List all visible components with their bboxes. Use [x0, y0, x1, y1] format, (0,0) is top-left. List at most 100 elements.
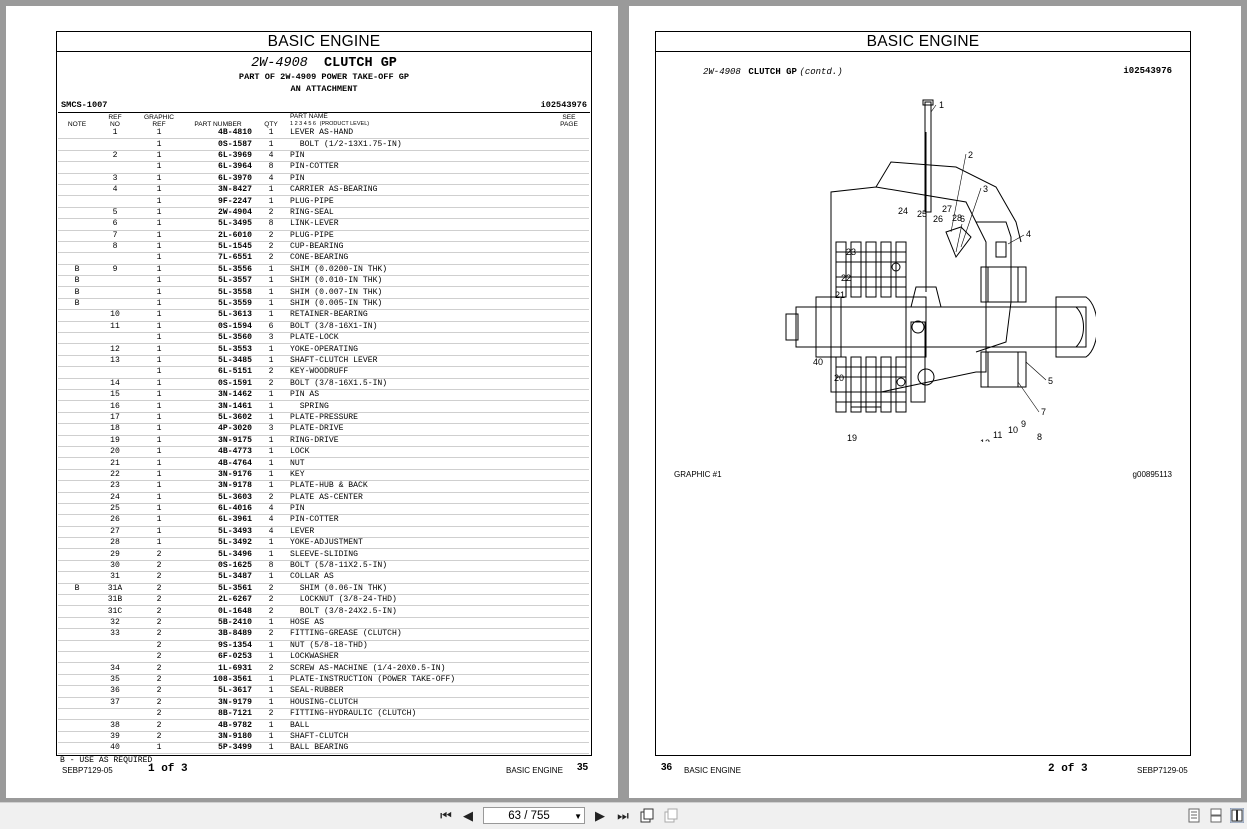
- chevron-down-icon: ▼: [574, 812, 582, 821]
- cell-graphic-ref: 1: [134, 446, 184, 459]
- cell-note: [58, 514, 96, 527]
- cell-graphic-ref: 1: [134, 309, 184, 322]
- cell-part-number: 6L-3970: [184, 173, 252, 185]
- right-page: BASIC ENGINE 2W-4908 CLUTCH GP (contd.) …: [629, 6, 1241, 798]
- footer-page-count: 1 of 3: [148, 763, 188, 775]
- first-page-icon[interactable]: ⏮: [440, 808, 452, 823]
- cell-qty: 8: [252, 161, 290, 174]
- cell-see-page: [549, 275, 589, 288]
- cell-note: [58, 218, 96, 231]
- svg-text:40: 40: [813, 357, 823, 367]
- cell-graphic-ref: 1: [134, 492, 184, 504]
- cell-part-name: BOLT (3/8-24X2.5-IN): [290, 605, 549, 618]
- doc-id: i02543976: [1123, 66, 1172, 76]
- cell-ref-no: 3: [96, 173, 134, 185]
- cell-ref-no: 8: [96, 241, 134, 254]
- cell-part-number: 3N-8427: [184, 184, 252, 197]
- cell-see-page: [549, 241, 589, 254]
- cell-graphic-ref: 2: [134, 651, 184, 664]
- cell-qty: 1: [252, 719, 290, 732]
- single-page-view-icon[interactable]: [1187, 808, 1201, 823]
- subhead-part-number: 2W-4908: [703, 67, 741, 77]
- copy-view-icon[interactable]: [664, 808, 678, 823]
- cell-part-name: CONE-BEARING: [290, 252, 549, 265]
- cell-see-page: [549, 617, 589, 630]
- cell-qty: 1: [252, 742, 290, 755]
- previous-page-icon[interactable]: ◀: [463, 808, 473, 823]
- cell-see-page: [549, 184, 589, 197]
- cell-part-number: 9S-1354: [184, 640, 252, 652]
- cell-qty: 1: [252, 184, 290, 197]
- cell-part-name: PLATE-INSTRUCTION (POWER TAKE-OFF): [290, 674, 549, 687]
- cell-part-number: 5L-3560: [184, 332, 252, 345]
- cell-ref-no: [96, 366, 134, 379]
- cell-qty: 1: [252, 309, 290, 322]
- cell-see-page: [549, 651, 589, 664]
- cell-graphic-ref: 2: [134, 571, 184, 584]
- cell-see-page: [549, 457, 589, 470]
- svg-text:21: 21: [835, 290, 845, 300]
- next-page-icon[interactable]: ▶: [595, 808, 605, 823]
- cell-part-number: 5L-3495: [184, 218, 252, 231]
- cell-graphic-ref: 2: [134, 594, 184, 607]
- cell-part-name: RING-SEAL: [290, 207, 549, 220]
- page-indicator-select[interactable]: 63 / 755 ▼: [483, 807, 585, 824]
- cell-ref-no: 5: [96, 207, 134, 220]
- cell-see-page: [549, 400, 589, 413]
- cell-part-number: 3N-9175: [184, 435, 252, 447]
- clutch-plates-upper: [835, 241, 907, 298]
- cell-ref-no: 22: [96, 469, 134, 482]
- svg-text:3: 3: [983, 184, 988, 194]
- cell-part-name: PLUG-PIPE: [290, 230, 549, 242]
- smcs-code: SMCS-1007: [61, 100, 108, 110]
- cell-ref-no: 31C: [96, 605, 134, 618]
- cell-part-name: SHIM (0.005-IN THK): [290, 298, 549, 311]
- cell-graphic-ref: 1: [134, 400, 184, 413]
- cell-see-page: [549, 138, 589, 151]
- cell-part-number: 0L-1648: [184, 605, 252, 618]
- cell-part-number: 5L-3496: [184, 548, 252, 561]
- cell-see-page: [549, 640, 589, 652]
- left-page: BASIC ENGINE 2W-4908 CLUTCH GP PART OF 2…: [6, 6, 618, 798]
- cell-part-name: PIN-COTTER: [290, 514, 549, 527]
- cell-note: [58, 571, 96, 584]
- col-qty: QTY: [264, 121, 278, 128]
- cell-graphic-ref: 1: [134, 389, 184, 402]
- cell-note: [58, 742, 96, 755]
- cell-part-name: PLATE-PRESSURE: [290, 412, 549, 425]
- page-header: BASIC ENGINE: [57, 32, 591, 52]
- two-page-view-icon[interactable]: [1230, 808, 1244, 823]
- cell-part-number: 6L-5151: [184, 366, 252, 379]
- cell-part-name: SHIM (0.007-IN THK): [290, 286, 549, 299]
- cell-see-page: [549, 548, 589, 561]
- cell-ref-no: 37: [96, 697, 134, 709]
- cell-note: B: [58, 286, 96, 299]
- cell-part-name: SCREW AS-MACHINE (1/4-20X0.5-IN): [290, 662, 549, 675]
- cell-qty: 3: [252, 423, 290, 436]
- subhead-contd: (contd.): [799, 67, 843, 77]
- continuous-view-icon[interactable]: [1209, 808, 1223, 823]
- cell-graphic-ref: 1: [134, 241, 184, 254]
- cell-part-name: LOCK: [290, 446, 549, 459]
- cell-part-name: BOLT (5/8-11X2.5-IN): [290, 560, 549, 573]
- last-page-icon[interactable]: ⏭: [617, 808, 629, 823]
- cell-part-name: PIN: [290, 173, 549, 185]
- cell-ref-no: [96, 708, 134, 721]
- cell-qty: 8: [252, 218, 290, 231]
- rotate-view-icon[interactable]: [640, 808, 654, 823]
- cell-qty: 1: [252, 412, 290, 425]
- cell-part-name: COLLAR AS: [290, 571, 549, 584]
- cell-part-number: 5L-3493: [184, 526, 252, 539]
- cell-part-number: 5L-3602: [184, 412, 252, 425]
- cell-note: [58, 708, 96, 721]
- cell-see-page: [549, 264, 589, 277]
- cell-ref-no: 35: [96, 674, 134, 687]
